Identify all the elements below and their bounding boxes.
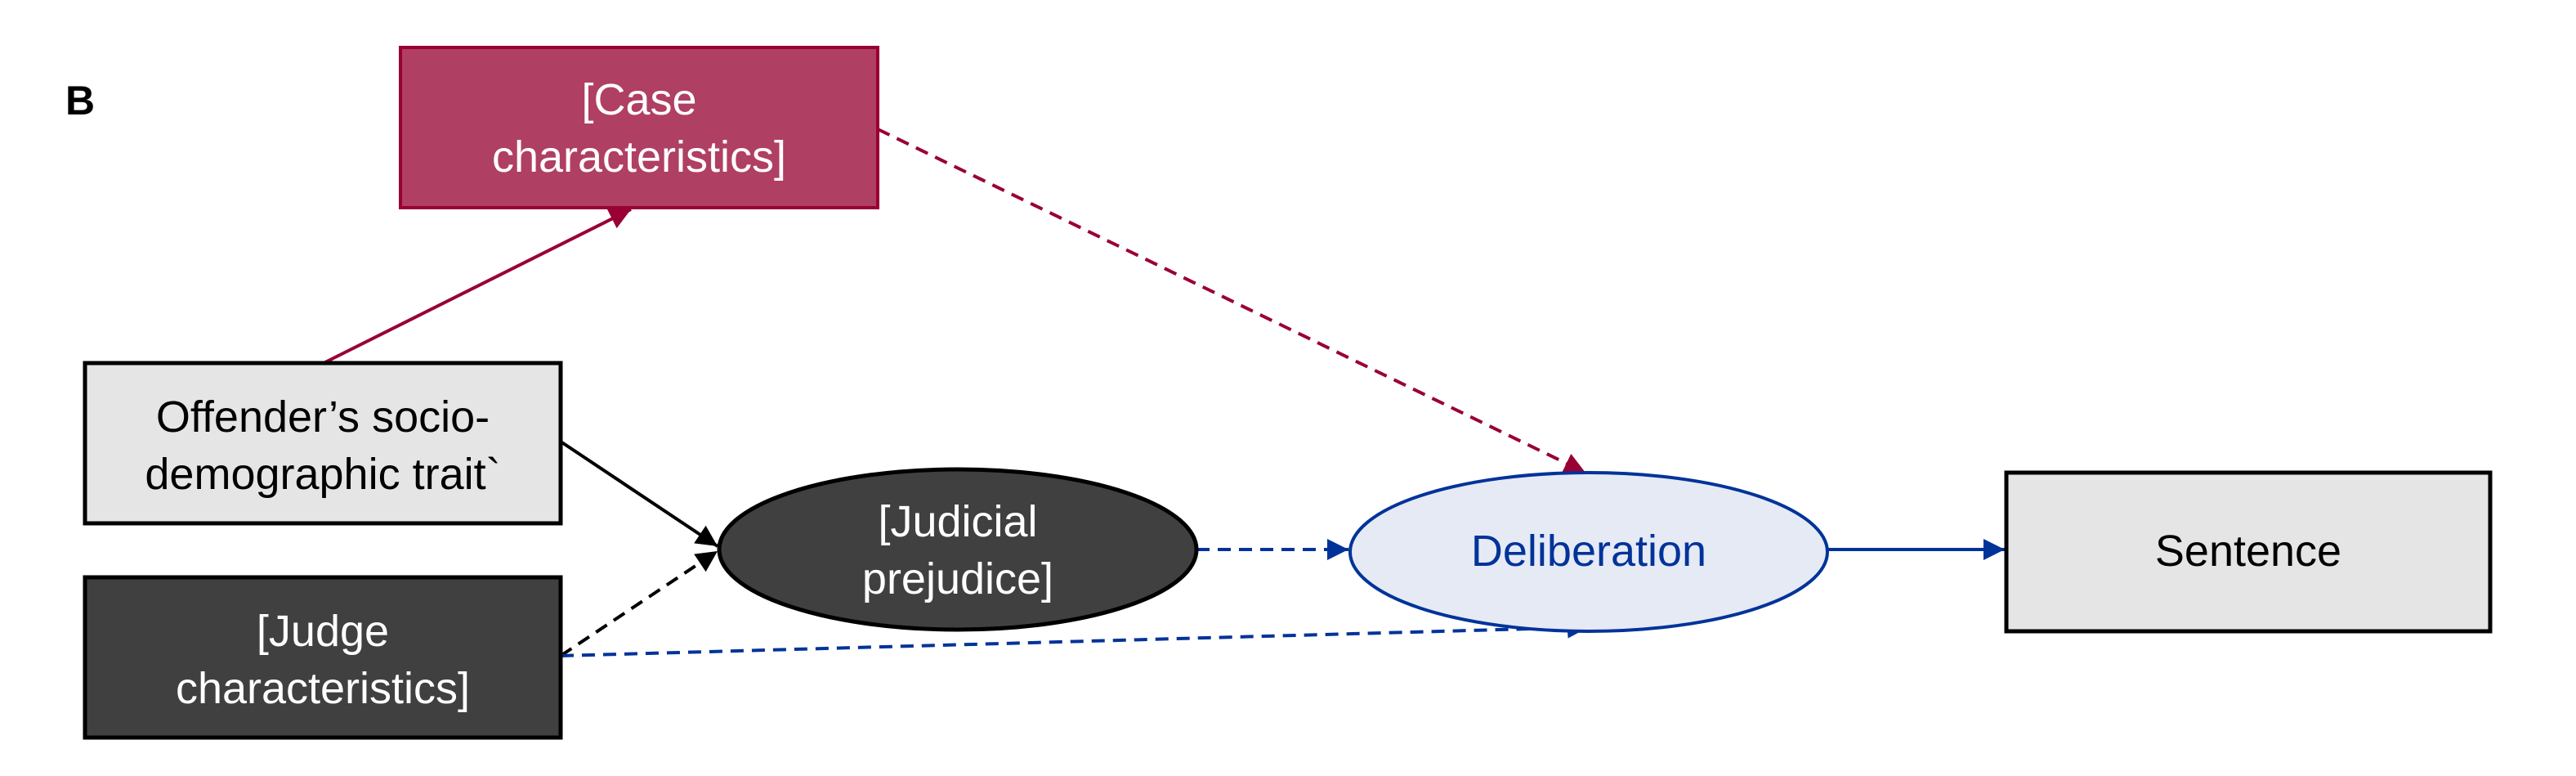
edge-case-to-deliberation [877, 128, 1586, 474]
sentence-label: Sentence [2155, 527, 2341, 576]
edge-judge-to-judicial [559, 549, 719, 657]
offender-label-line1: Offender’s socio- [156, 392, 490, 442]
node-judicial-prejudice: [Judicial prejudice] [717, 467, 1199, 632]
node-sentence: Sentence [2004, 470, 2493, 634]
node-deliberation: Deliberation [1348, 471, 1829, 633]
offender-label-line2: demographic trait` [145, 450, 500, 499]
judicial-label-line2: prejudice] [862, 554, 1053, 603]
judicial-label-line1: [Judicial [878, 497, 1037, 546]
panel-label: B [65, 78, 95, 123]
node-judge-characteristics: [Judge characteristics] [83, 575, 563, 740]
edge-judge-to-deliberation [560, 617, 1590, 657]
judge-label-line2: characteristics] [176, 664, 470, 713]
edge-offender-to-case [323, 208, 632, 365]
case-label-line1: [Case [581, 75, 696, 124]
node-offender-trait: Offender’s socio- demographic trait` [83, 361, 563, 526]
case-label-line2: characteristics] [492, 132, 786, 182]
deliberation-label: Deliberation [1471, 527, 1706, 576]
edge-offender-to-judicial [559, 440, 719, 548]
node-case-characteristics: [Case characteristics] [399, 46, 879, 209]
judge-label-line1: [Judge [257, 607, 389, 656]
